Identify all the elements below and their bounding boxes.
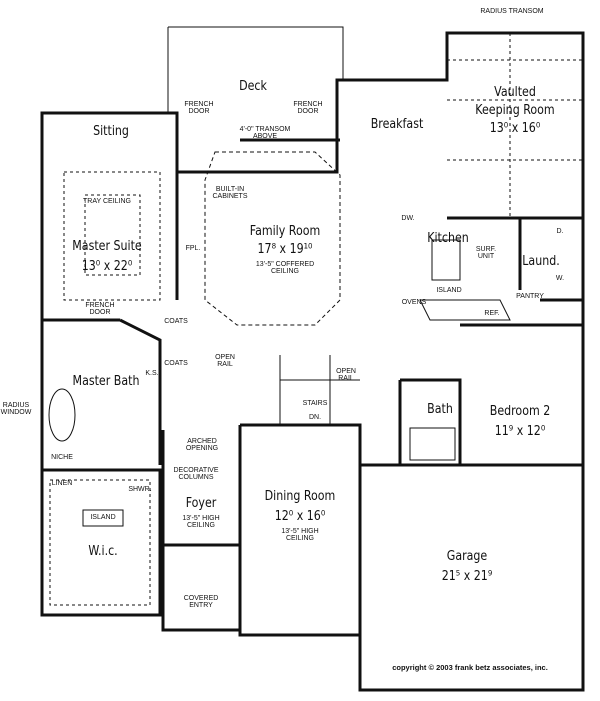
dishwasher-note: DW. <box>401 215 415 222</box>
keeping-room-label: Vaulted <box>494 85 536 100</box>
stairs-note: STAIRS <box>302 400 328 407</box>
kitchen-island-note: ISLAND <box>436 287 462 294</box>
foyer-label: Foyer <box>185 496 217 511</box>
surf-unit-note: SURF. UNIT <box>475 246 497 261</box>
arched-opening-note: ARCHED OPENING <box>185 438 219 453</box>
family-room-label: Family Room <box>249 224 321 239</box>
niche-note: NICHE <box>51 454 73 461</box>
dining-room-dims: 12⁰ x 16⁰ <box>274 509 326 524</box>
garage-dims: 21⁵ x 21⁹ <box>441 569 493 584</box>
refrigerator-note: REF. <box>484 310 500 317</box>
master-suite-label: Master Suite <box>72 239 142 254</box>
garage-label: Garage <box>446 549 488 564</box>
bedroom-2-label: Bedroom 2 <box>489 404 551 419</box>
built-in-cabinets-note: BUILT-IN CABINETS <box>212 186 248 201</box>
covered-entry-note: COVERED ENTRY <box>183 595 219 610</box>
master-bath-label: Master Bath <box>72 374 140 389</box>
copyright-notice: copyright © 2003 frank betz associates, … <box>392 663 548 672</box>
keeping-room-dims: 13⁰ x 16⁰ <box>489 121 541 136</box>
foyer-ceiling-note: 13'-5" HIGH CEILING <box>182 515 220 530</box>
deck-label: Deck <box>239 79 267 94</box>
master-suite-dims: 13⁰ x 22⁰ <box>81 259 133 274</box>
washer-note: W. <box>555 275 565 282</box>
french-door-note: FRENCH DOOR <box>293 101 323 116</box>
bedroom-2-dims: 11⁹ x 12⁰ <box>494 424 546 439</box>
dining-room-label: Dining Room <box>264 489 336 504</box>
coats-note: COATS <box>164 318 188 325</box>
family-room-dims: 17⁸ x 19¹⁰ <box>257 242 313 257</box>
keeping-room-label: Keeping Room <box>475 103 555 118</box>
pantry-note: PANTRY <box>516 293 544 300</box>
radius-transom-note: RADIUS TRANSOM <box>480 8 544 15</box>
coats-note: COATS <box>164 360 188 367</box>
tray-ceiling-note: TRAY CEILING <box>83 198 131 205</box>
fireplace-note: FPL. <box>185 245 201 252</box>
laundry-label: Laund. <box>522 254 560 269</box>
french-door-note: FRENCH DOOR <box>184 101 214 116</box>
dryer-note: D. <box>556 228 564 235</box>
linen-note: LINEN <box>51 480 73 487</box>
transom-note: 4'-0" TRANSOM ABOVE <box>239 126 291 141</box>
coffered-ceiling-note: 13'-5" COFFERED CEILING <box>255 261 315 276</box>
french-door-note: FRENCH DOOR <box>85 302 115 317</box>
ovens-note: OVENS <box>401 299 427 306</box>
stairs-down-note: DN. <box>308 414 322 421</box>
kitchen-label: Kitchen <box>427 231 469 246</box>
wic-island-note: ISLAND <box>90 514 116 521</box>
kneespace-note: K.S. <box>145 370 159 377</box>
radius-window-note: RADIUS WINDOW <box>0 402 32 417</box>
decorative-columns-note: DECORATIVE COLUMNS <box>173 467 219 482</box>
dining-ceiling-note: 13'-5" HIGH CEILING <box>281 528 319 543</box>
breakfast-label: Breakfast <box>370 117 424 132</box>
open-rail-note: OPEN RAIL <box>215 354 235 369</box>
sitting-label: Sitting <box>93 124 129 139</box>
open-rail-note: OPEN RAIL <box>336 368 356 383</box>
bath-label: Bath <box>427 402 453 417</box>
wic-label: W.i.c. <box>88 544 118 559</box>
shower-note: SHWR. <box>128 486 152 493</box>
